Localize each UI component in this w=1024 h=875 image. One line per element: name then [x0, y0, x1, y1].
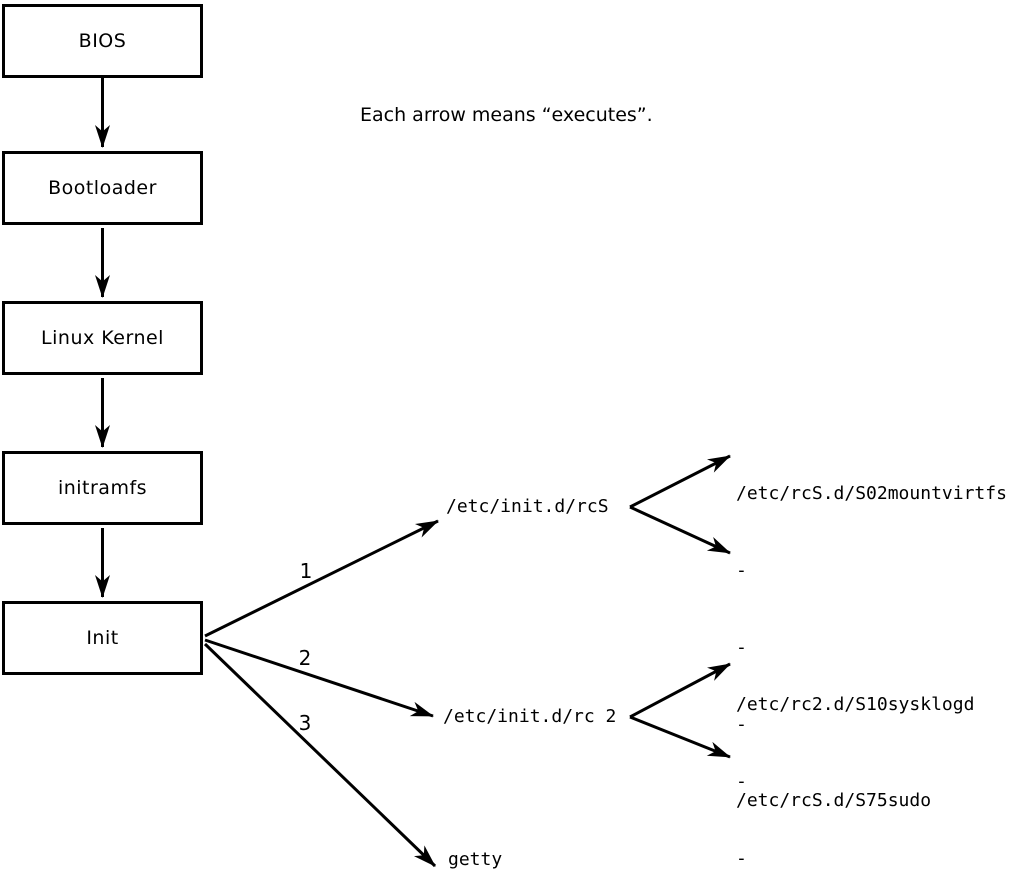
- rc2-script-list: /etc/rc2.d/S10sysklogd - - - /etc/rc2.d/…: [736, 641, 974, 875]
- node-rc2-label: /etc/init.d/rc 2: [443, 706, 617, 727]
- arrow-init-to-rc2: [204, 638, 434, 718]
- node-getty-label: getty: [448, 849, 503, 870]
- node-bootloader-label: Bootloader: [48, 177, 157, 199]
- rcs-script-list: /etc/rcS.d/S02mountvirtfs - - - /etc/rcS…: [736, 430, 1007, 865]
- node-bootloader: Bootloader: [2, 151, 203, 225]
- script-item: -: [736, 847, 747, 869]
- arrow-rc2-to-first-script: [629, 662, 731, 719]
- node-bios-label: BIOS: [78, 30, 127, 52]
- script-item: -: [736, 636, 747, 658]
- script-item: /etc/rcS.d/S75sudo: [736, 790, 932, 812]
- arrow-rcs-to-last-script: [629, 505, 731, 555]
- node-init: Init: [2, 601, 203, 675]
- arrow-init-to-getty: [203, 642, 437, 868]
- script-item: -: [736, 713, 747, 735]
- node-init-label: Init: [86, 627, 119, 649]
- node-rcs-label: /etc/init.d/rcS: [446, 496, 609, 517]
- node-initramfs: initramfs: [2, 451, 203, 525]
- node-bios: BIOS: [2, 4, 203, 78]
- arrow-order-label-2: 2: [298, 646, 312, 670]
- arrow-init-to-rcs: [204, 519, 439, 638]
- node-initramfs-label: initramfs: [57, 477, 148, 499]
- script-item: -: [736, 559, 747, 581]
- arrow-order-label-3: 3: [298, 711, 312, 735]
- node-linux-kernel-label: Linux Kernel: [41, 327, 164, 349]
- arrow-rcs-to-first-script: [629, 454, 731, 509]
- node-linux-kernel: Linux Kernel: [2, 301, 203, 375]
- arrow-rc2-to-last-script: [629, 715, 731, 759]
- script-item: /etc/rcS.d/S02mountvirtfs: [736, 483, 1007, 505]
- arrow-order-label-1: 1: [299, 559, 313, 583]
- legend-note: Each arrow means “executes”.: [360, 104, 653, 126]
- script-item: /etc/rc2.d/S10sysklogd: [736, 694, 975, 716]
- script-item: -: [736, 770, 747, 792]
